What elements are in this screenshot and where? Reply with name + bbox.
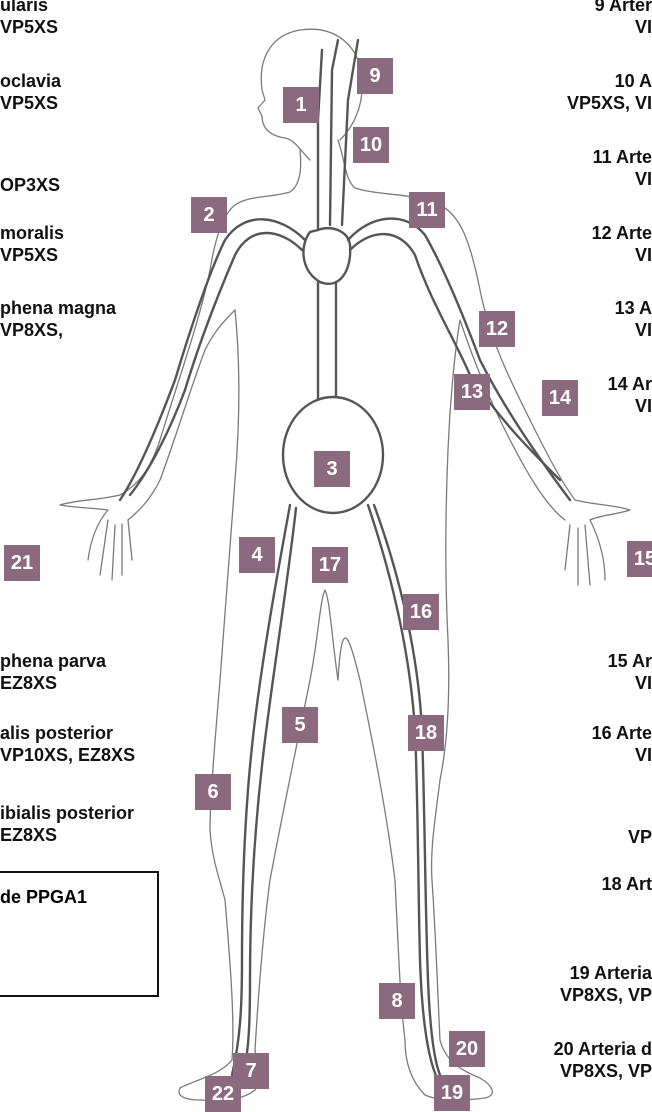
legend-text: de PPGA1 <box>0 887 87 908</box>
label-right-10: 10 A VP5XS, VI <box>567 70 652 114</box>
label-text: 11 Arte <box>593 146 652 168</box>
label-text: 10 A <box>567 70 652 92</box>
badge-1: 1 <box>283 87 319 123</box>
label-right-9: 9 Arter VI <box>595 0 652 38</box>
label-text: VP5XS, VI <box>567 92 652 114</box>
label-text: VI <box>608 672 652 694</box>
label-text: VI <box>608 395 652 417</box>
label-text: OP3XS <box>0 174 60 196</box>
label-left-6: phena parva EZ8XS <box>0 650 106 694</box>
label-text: 19 Arteria <box>560 962 652 984</box>
badge-16: 16 <box>403 594 439 630</box>
badge-3: 3 <box>314 451 350 487</box>
label-right-15: 15 Ar VI <box>608 650 652 694</box>
badge-12: 12 <box>479 311 515 347</box>
label-text: VI <box>593 168 652 190</box>
label-right-19: 19 Arteria VP8XS, VP <box>560 962 652 1006</box>
badge-21: 21 <box>4 545 40 581</box>
label-text: VI <box>592 744 652 766</box>
label-right-13: 13 A VI <box>615 297 652 341</box>
label-text: 18 Art <box>602 873 652 895</box>
badge-13: 13 <box>454 374 490 410</box>
label-left-5: phena magna VP8XS, <box>0 297 116 341</box>
badge-22: 22 <box>205 1076 241 1112</box>
label-text: VP8XS, VP <box>560 984 652 1006</box>
badge-5: 5 <box>282 707 318 743</box>
badge-10: 10 <box>353 127 389 163</box>
label-text: 13 A <box>615 297 652 319</box>
label-text: 12 Arte <box>592 222 652 244</box>
badge-2: 2 <box>191 197 227 233</box>
label-left-2: oclavia VP5XS <box>0 70 61 114</box>
badge-18: 18 <box>408 715 444 751</box>
label-right-17: VP <box>628 826 652 848</box>
label-text: VI <box>615 319 652 341</box>
label-text: ularis <box>0 0 58 16</box>
label-text: EZ8XS <box>0 672 106 694</box>
label-text: EZ8XS <box>0 824 134 846</box>
label-text: 14 Ar <box>608 373 652 395</box>
badge-19: 19 <box>434 1075 470 1111</box>
label-text: phena magna <box>0 297 116 319</box>
badge-8: 8 <box>379 983 415 1019</box>
label-text: 16 Arte <box>592 722 652 744</box>
label-text: VP5XS <box>0 244 64 266</box>
label-text: VP5XS <box>0 92 61 114</box>
label-right-18: 18 Art <box>602 873 652 895</box>
badge-15: 15 <box>627 541 652 577</box>
label-text: 9 Arter <box>595 0 652 16</box>
legend-box: de PPGA1 <box>0 871 159 997</box>
label-right-12: 12 Arte VI <box>592 222 652 266</box>
label-text: oclavia <box>0 70 61 92</box>
badge-20: 20 <box>449 1031 485 1067</box>
label-text: VP <box>628 826 652 848</box>
label-left-7: alis posterior VP10XS, EZ8XS <box>0 722 135 766</box>
label-text: phena parva <box>0 650 106 672</box>
label-text: moralis <box>0 222 64 244</box>
label-left-1: ularis VP5XS <box>0 0 58 38</box>
label-right-20: 20 Arteria d VP8XS, VP <box>554 1038 652 1082</box>
label-text: VP8XS, VP <box>554 1060 652 1082</box>
badge-11: 11 <box>409 192 445 228</box>
label-left-3: OP3XS <box>0 174 60 196</box>
label-text: 15 Ar <box>608 650 652 672</box>
label-left-8: ibialis posterior EZ8XS <box>0 802 134 846</box>
label-left-4: moralis VP5XS <box>0 222 64 266</box>
label-text: VI <box>592 244 652 266</box>
label-text: 20 Arteria d <box>554 1038 652 1060</box>
label-text: VP5XS <box>0 16 58 38</box>
label-text: VP8XS, <box>0 319 116 341</box>
badge-6: 6 <box>195 774 231 810</box>
label-right-14: 14 Ar VI <box>608 373 652 417</box>
label-text: alis posterior <box>0 722 135 744</box>
label-right-11: 11 Arte VI <box>593 146 652 190</box>
label-text: VP10XS, EZ8XS <box>0 744 135 766</box>
label-text: ibialis posterior <box>0 802 134 824</box>
badge-9: 9 <box>357 58 393 94</box>
badge-14: 14 <box>542 380 578 416</box>
label-text: VI <box>595 16 652 38</box>
badge-17: 17 <box>312 547 348 583</box>
label-right-16: 16 Arte VI <box>592 722 652 766</box>
badge-4: 4 <box>239 537 275 573</box>
